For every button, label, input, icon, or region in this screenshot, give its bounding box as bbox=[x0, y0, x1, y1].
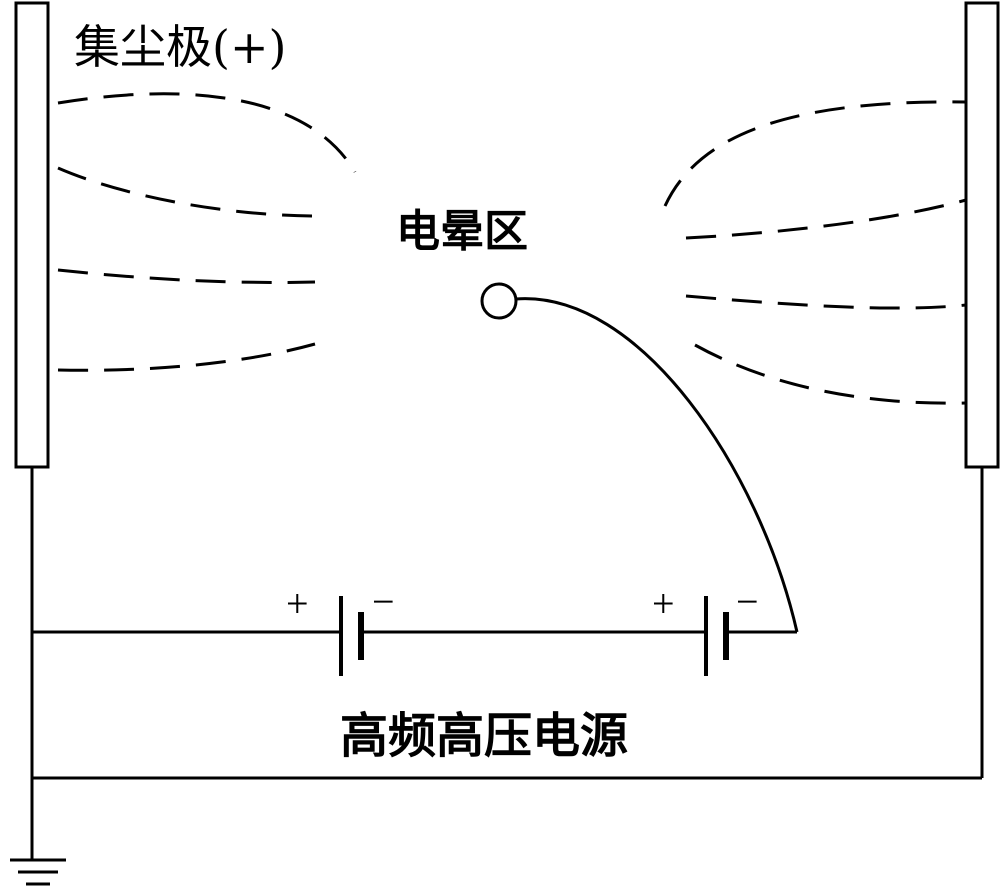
right-collecting-plate bbox=[964, 1, 1000, 469]
field-line bbox=[57, 268, 316, 284]
battery-2 bbox=[704, 596, 729, 676]
battery-2-negative-sign: − bbox=[736, 579, 759, 624]
discharge-electrode bbox=[480, 282, 518, 320]
discharge-lead-wire bbox=[515, 297, 799, 633]
circuit-wiring bbox=[30, 467, 984, 860]
field-line bbox=[685, 294, 967, 310]
battery-1-negative-sign: − bbox=[372, 579, 395, 624]
battery-1 bbox=[339, 596, 364, 676]
battery-1-positive-sign: + bbox=[286, 581, 309, 626]
corona-zone-label: 电晕区 bbox=[396, 206, 528, 257]
field-line bbox=[57, 342, 316, 372]
field-line bbox=[694, 343, 967, 405]
field-line bbox=[663, 100, 967, 207]
left-field-lines bbox=[57, 92, 357, 372]
ground-symbol bbox=[10, 858, 66, 886]
right-field-lines bbox=[663, 100, 967, 405]
collecting-electrode-label: 集尘极(+) bbox=[74, 20, 287, 74]
left-collecting-plate bbox=[14, 1, 50, 469]
battery-2-positive-sign: + bbox=[652, 581, 675, 626]
power-supply-label: 高频高压电源 bbox=[340, 708, 629, 764]
field-line bbox=[57, 166, 313, 218]
field-line bbox=[685, 198, 967, 240]
field-line bbox=[57, 92, 357, 173]
